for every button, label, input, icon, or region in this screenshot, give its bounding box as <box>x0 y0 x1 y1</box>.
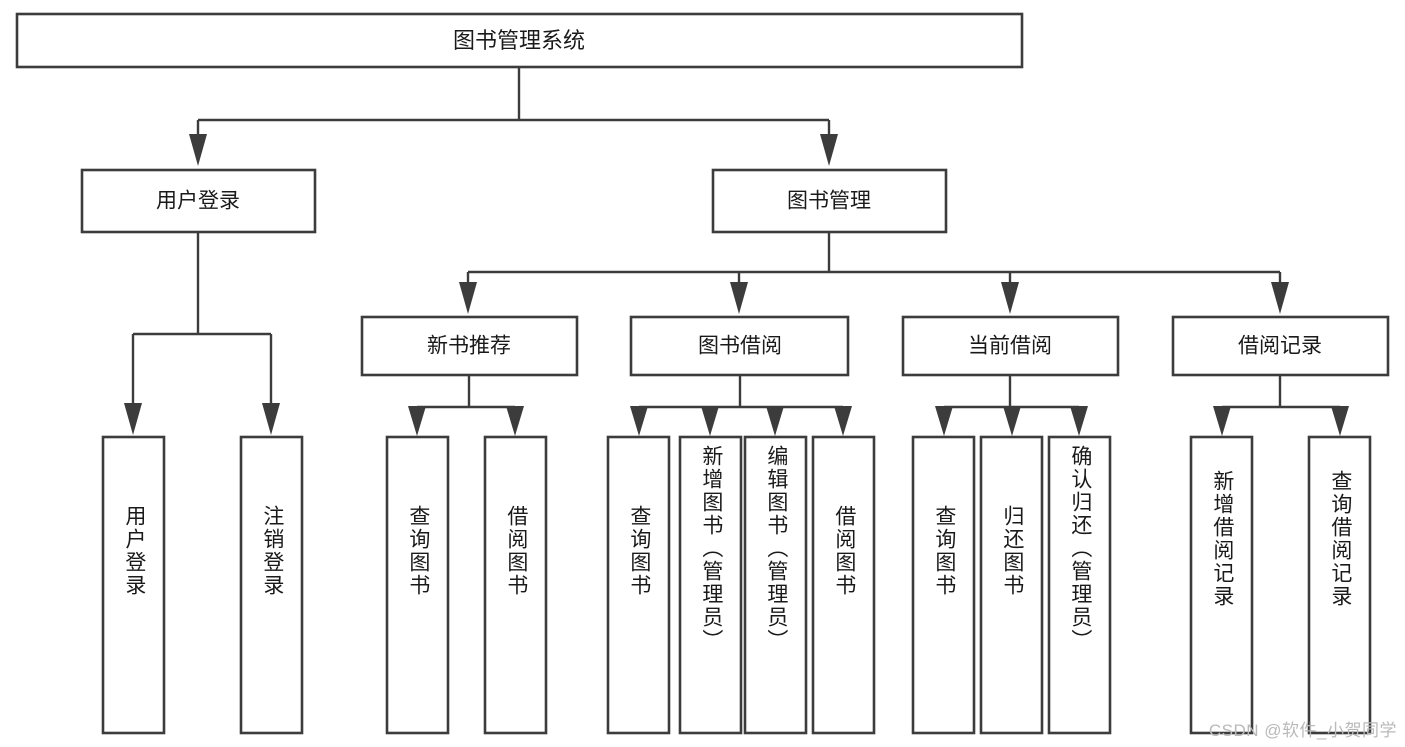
arrow-head-icon <box>1271 282 1289 314</box>
arrow-head-icon <box>459 282 477 314</box>
node-borrow-record-label: 借阅记录 <box>1238 335 1322 358</box>
arrow-head-icon <box>935 406 953 436</box>
node-current-borrow-label: 当前借阅 <box>968 335 1052 358</box>
connector-borrow-record-to-leaves <box>1213 375 1349 436</box>
connector-book-management-to-level3 <box>459 232 1289 314</box>
arrow-head-icon <box>1003 406 1021 436</box>
node-new-book-recommend[interactable]: 新书推荐 <box>360 315 579 377</box>
connector-book-borrow-to-leaves <box>630 375 852 436</box>
node-new-book-recommend-label: 新书推荐 <box>427 335 511 358</box>
arrow-head-icon <box>1001 282 1019 314</box>
leaf-box-return-book[interactable] <box>979 435 1044 735</box>
node-root[interactable]: 图书管理系统 <box>15 12 1024 69</box>
leaf-box-confirm-return-admin[interactable] <box>1047 435 1112 735</box>
watermark: CSDN @软件_小贺同学 <box>1208 721 1397 740</box>
arrow-head-icon <box>1213 406 1231 436</box>
leaf-box-user-login[interactable] <box>101 435 166 735</box>
node-new-book-recommend-box[interactable] <box>360 315 579 377</box>
node-borrow-record[interactable]: 借阅记录 <box>1171 315 1390 377</box>
leaf-box-recommend-borrow-book[interactable] <box>483 435 548 735</box>
leaf-box-logout[interactable] <box>239 435 304 735</box>
node-current-borrow[interactable]: 当前借阅 <box>901 315 1120 377</box>
leaf-box-add-borrow-record[interactable] <box>1189 435 1254 735</box>
leaf-box-current-query-book[interactable] <box>911 435 976 735</box>
arrow-head-icon <box>262 403 280 435</box>
arrow-head-icon <box>766 406 784 436</box>
leaf-box-edit-book-admin[interactable] <box>743 435 808 735</box>
arrow-head-icon <box>701 406 719 436</box>
leaf-box-add-book-admin[interactable] <box>678 435 743 735</box>
connector-root-to-level2 <box>189 67 838 166</box>
node-current-borrow-box[interactable] <box>901 315 1120 377</box>
connector-user-login-to-leaves <box>124 232 280 435</box>
leaf-box-query-borrow-record[interactable] <box>1307 435 1372 735</box>
arrow-head-icon <box>630 406 648 436</box>
arrow-head-icon <box>730 282 748 314</box>
arrow-head-icon <box>1070 406 1088 436</box>
arrow-head-icon <box>820 134 838 166</box>
node-user-login[interactable]: 用户登录 <box>80 168 317 234</box>
node-book-borrow[interactable]: 图书借阅 <box>629 315 850 377</box>
node-book-management[interactable]: 图书管理 <box>711 168 948 234</box>
node-user-login-label: 用户登录 <box>156 190 240 213</box>
arrow-head-icon <box>1331 406 1349 436</box>
node-user-login-box[interactable] <box>80 168 317 234</box>
leaf-box-borrow-book[interactable] <box>811 435 876 735</box>
node-book-management-label: 图书管理 <box>787 190 871 213</box>
arrow-head-icon <box>834 406 852 436</box>
leaf-box-borrow-query-book[interactable] <box>606 435 671 735</box>
node-book-borrow-label: 图书借阅 <box>698 335 782 358</box>
arrow-head-icon <box>408 406 426 436</box>
arrow-head-icon <box>189 134 207 166</box>
connector-new-book-recommend-to-leaves <box>408 375 524 436</box>
leaf-box-recommend-query-book[interactable] <box>385 435 450 735</box>
node-root-box[interactable] <box>15 12 1024 69</box>
arrow-head-icon <box>506 406 524 436</box>
node-root-label: 图书管理系统 <box>453 28 585 53</box>
connector-current-borrow-to-leaves <box>935 375 1088 436</box>
arrow-head-icon <box>124 403 142 435</box>
